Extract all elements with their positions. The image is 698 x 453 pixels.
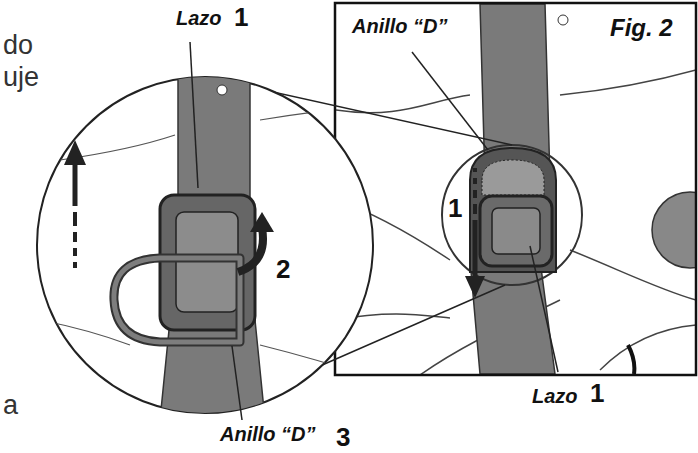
callout-number: 1 xyxy=(446,195,464,221)
callout-number: 2 xyxy=(274,256,292,282)
magnified-view xyxy=(40,70,380,420)
part-name: Lazo xyxy=(176,8,222,28)
part-name: Lazo xyxy=(532,386,578,406)
seat-view xyxy=(336,4,696,374)
pull-arrow xyxy=(465,168,485,298)
callout-number: 1 xyxy=(590,380,604,406)
text-fragment: a xyxy=(3,392,18,419)
callout-number: 1 xyxy=(234,4,248,30)
part-name: Anillo “D” xyxy=(220,424,316,444)
leader-line xyxy=(232,346,242,420)
leader-line xyxy=(190,42,198,188)
callout-number: 3 xyxy=(336,424,350,450)
leader-line xyxy=(530,246,558,372)
figure-number: Fig. 2 xyxy=(610,16,673,40)
leader-line xyxy=(412,52,488,150)
text-fragment: uje xyxy=(3,64,39,91)
part-name: Anillo “D” xyxy=(352,16,448,36)
text-fragment: do xyxy=(3,32,33,59)
